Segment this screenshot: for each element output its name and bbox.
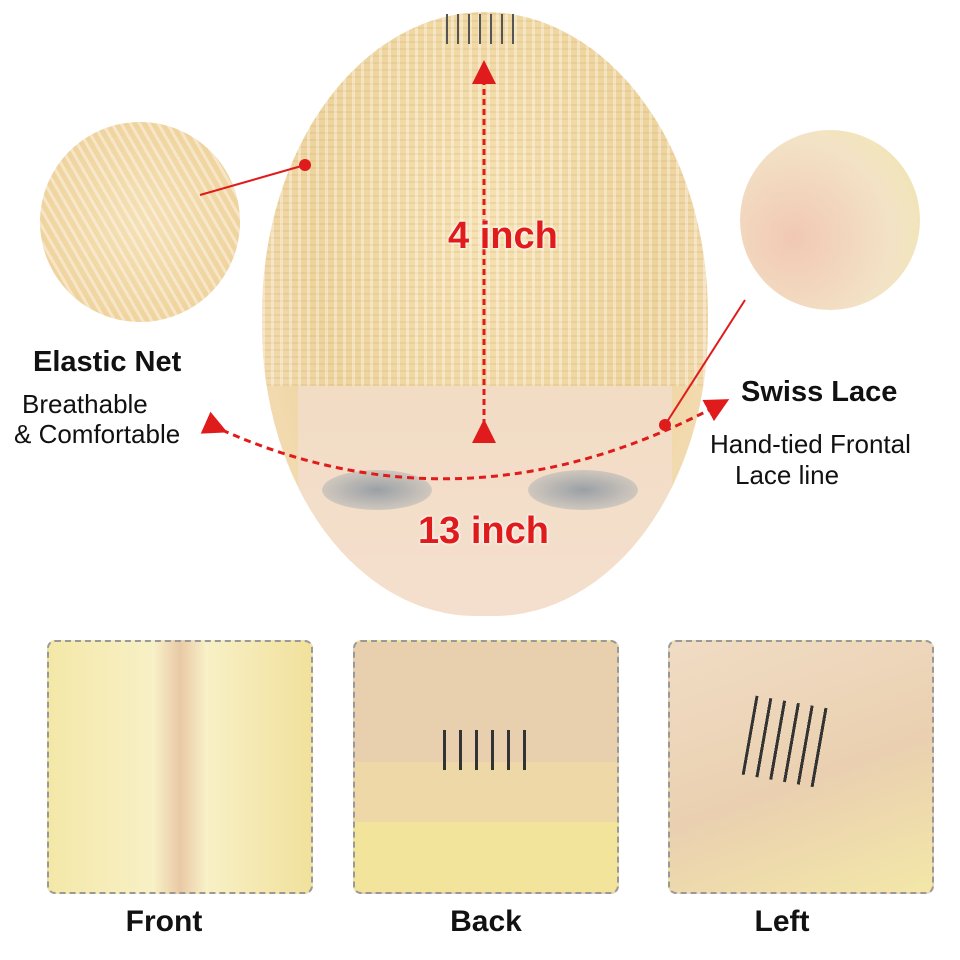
eye-right (528, 470, 638, 510)
swiss-lace-closeup (740, 130, 920, 310)
measurement-arrows (199, 60, 746, 481)
swiss-lace-title: Swiss Lace (741, 376, 898, 408)
elastic-net-pointer (199, 164, 306, 196)
front-view-image (47, 640, 313, 894)
back-view-image (353, 640, 619, 894)
elastic-net-desc-1: Breathable (22, 389, 148, 419)
swiss-lace-desc-1: Hand-tied Frontal (710, 429, 911, 459)
comb-icon (446, 14, 522, 44)
swiss-lace-pointer (664, 299, 746, 426)
left-label: Left (754, 905, 810, 938)
height-label: 4 inch (448, 215, 558, 257)
swiss-lace-desc-2: Lace line (735, 460, 840, 490)
front-label: Front (125, 905, 203, 938)
elastic-net-closeup (40, 122, 240, 322)
width-label: 13 inch (418, 510, 549, 552)
back-label: Back (450, 905, 522, 938)
elastic-net-desc-2: & Comfortable (14, 419, 181, 449)
width-arrow (200, 399, 730, 481)
left-view-image (668, 640, 934, 894)
elastic-net-title: Elastic Net (33, 346, 182, 378)
